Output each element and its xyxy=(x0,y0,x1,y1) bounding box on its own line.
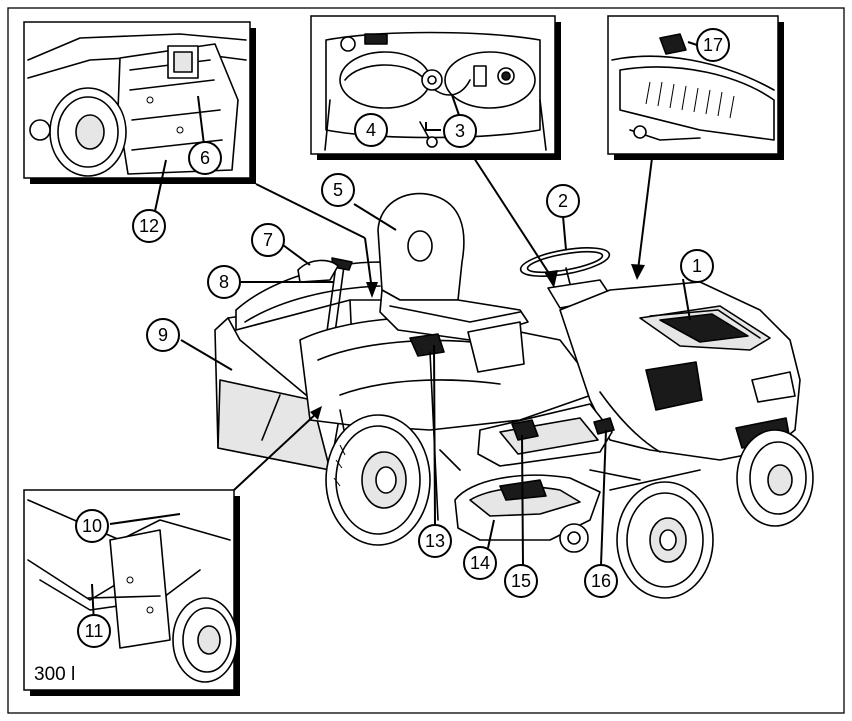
callout-4: 4 xyxy=(354,113,388,147)
callout-3: 3 xyxy=(443,114,477,148)
callout-16: 16 xyxy=(584,564,618,598)
callout-1: 1 xyxy=(680,249,714,283)
callout-label: 11 xyxy=(85,621,104,641)
callout-label: 3 xyxy=(455,121,465,141)
callout-7: 7 xyxy=(251,223,285,257)
callout-6: 6 xyxy=(188,141,222,175)
callout-label: 17 xyxy=(703,35,723,55)
callout-label: 13 xyxy=(425,531,445,551)
callout-14: 14 xyxy=(463,546,497,580)
callout-label: 2 xyxy=(558,191,568,211)
callout-label: 15 xyxy=(511,571,531,591)
callout-12: 12 xyxy=(132,209,166,243)
inset-hood-latch xyxy=(607,15,784,160)
callout-label: 6 xyxy=(200,148,210,168)
inset-dashboard xyxy=(310,15,561,160)
inset-collector-mount: 300 l xyxy=(23,489,240,696)
callout-label: 4 xyxy=(366,120,376,140)
variant-label: 300 l xyxy=(34,664,75,685)
callout-13: 13 xyxy=(418,524,452,558)
callout-17: 17 xyxy=(696,28,730,62)
leader-inset-rear xyxy=(255,183,366,239)
callout-5: 5 xyxy=(321,173,355,207)
callout-label: 5 xyxy=(333,180,343,200)
callout-label: 1 xyxy=(692,256,702,276)
inset-rear-hitch xyxy=(23,21,256,184)
callout-10: 10 xyxy=(75,509,109,543)
callout-label: 9 xyxy=(158,325,168,345)
callout-label: 14 xyxy=(470,553,490,573)
callout-label: 7 xyxy=(263,230,273,250)
callout-label: 12 xyxy=(139,216,159,236)
callout-15: 15 xyxy=(504,564,538,598)
callout-11: 11 xyxy=(77,614,111,648)
callout-8: 8 xyxy=(207,265,241,299)
callout-9: 9 xyxy=(146,318,180,352)
callout-label: 10 xyxy=(82,516,102,536)
callout-label: 16 xyxy=(591,571,611,591)
callout-label: 8 xyxy=(219,272,229,292)
tractor-illustration xyxy=(214,192,814,599)
callout-2: 2 xyxy=(546,184,580,218)
